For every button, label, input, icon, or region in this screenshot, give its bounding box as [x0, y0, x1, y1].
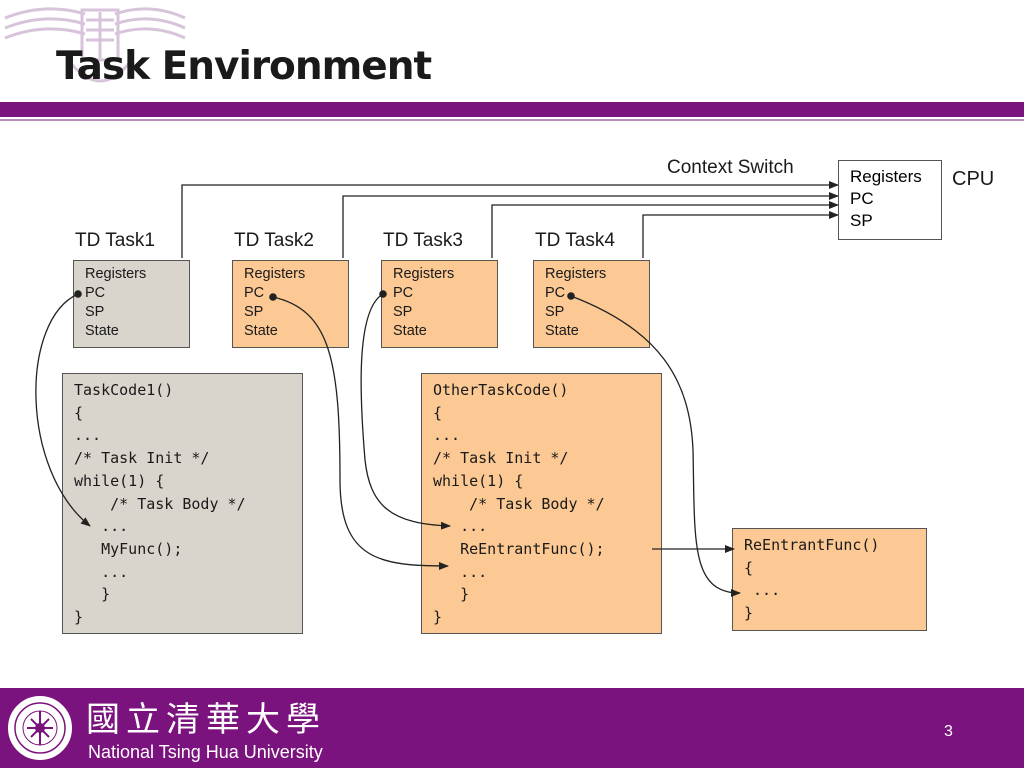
- title-divider-bar: [0, 102, 1024, 117]
- td1-registers: Registers: [85, 266, 147, 282]
- td-task3-label: TD Task3: [383, 230, 463, 251]
- code-line: ReEntrantFunc();: [433, 539, 605, 558]
- code-line: MyFunc();: [74, 539, 183, 558]
- cpu-label: CPU: [952, 168, 995, 190]
- code-line: ...: [74, 426, 102, 445]
- td3-registers: Registers: [393, 266, 455, 282]
- cpu-registers: Registers: [850, 167, 922, 186]
- code-line: }: [433, 608, 443, 627]
- university-name-chinese: 國立清華大學: [86, 700, 326, 740]
- code-line: /* Task Init */: [433, 449, 569, 468]
- code-line: ...: [433, 562, 488, 581]
- td2-state: State: [244, 323, 278, 339]
- university-logo: [4, 7, 186, 83]
- slide-title: Task Environment: [56, 44, 432, 89]
- code-line: TaskCode1(): [74, 381, 174, 399]
- code-line: ...: [74, 562, 129, 581]
- td2-registers: Registers: [244, 266, 306, 282]
- task-code-1-block: TaskCode1() { ... /* Task Init */ while(…: [62, 373, 303, 634]
- reentrant-func-block: ReEntrantFunc() { ... }: [732, 528, 927, 631]
- cpu-pc: PC: [850, 189, 874, 208]
- code-line: /* Task Body */: [433, 494, 605, 513]
- td1-state: State: [85, 323, 119, 339]
- code-line: {: [433, 403, 443, 422]
- td3-sp: SP: [393, 304, 413, 320]
- td2-pc: PC: [244, 285, 265, 301]
- code-line: /* Task Init */: [74, 449, 210, 468]
- code-line: }: [433, 585, 470, 604]
- code-line: {: [74, 403, 84, 422]
- footer-bar: 國立清華大學 National Tsing Hua University 3: [0, 688, 1024, 768]
- cpu-register-box: Registers PC SP: [838, 160, 942, 240]
- code-line: }: [74, 608, 84, 627]
- code-line: ...: [433, 517, 488, 536]
- td4-registers: Registers: [545, 266, 607, 282]
- title-divider-line: [0, 119, 1024, 121]
- td3-state: State: [393, 323, 427, 339]
- other-task-code-block: OtherTaskCode() { ... /* Task Init */ wh…: [421, 373, 662, 634]
- context-switch-label: Context Switch: [667, 157, 794, 178]
- university-name-english: National Tsing Hua University: [88, 742, 323, 762]
- code-line: /* Task Body */: [74, 494, 246, 513]
- td-task2-label: TD Task2: [234, 230, 314, 251]
- context-switch-arrow-task4: [642, 211, 839, 258]
- code-line: while(1) {: [74, 471, 165, 490]
- td3-pc: PC: [393, 285, 414, 301]
- td-task4-box: Registers PC SP State: [533, 260, 650, 348]
- code-line: }: [744, 604, 754, 623]
- page-number: 3: [944, 723, 953, 740]
- code-line: }: [74, 585, 111, 604]
- code-line: ...: [74, 517, 129, 536]
- td1-pc: PC: [85, 285, 106, 301]
- td4-state: State: [545, 323, 579, 339]
- td-task4-label: TD Task4: [535, 230, 615, 251]
- code-line: while(1) {: [433, 471, 524, 490]
- cpu-sp: SP: [850, 211, 873, 230]
- td1-sp: SP: [85, 304, 105, 320]
- td4-pc: PC: [545, 285, 566, 301]
- university-seal-icon: [6, 694, 74, 762]
- td2-sp: SP: [244, 304, 264, 320]
- code-line: OtherTaskCode(): [433, 381, 569, 399]
- td-task3-box: Registers PC SP State: [381, 260, 498, 348]
- code-line: {: [744, 558, 754, 577]
- code-line: ...: [433, 426, 461, 445]
- td-task2-box: Registers PC SP State: [232, 260, 349, 348]
- code-line: ReEntrantFunc(): [744, 536, 880, 554]
- td4-sp: SP: [545, 304, 565, 320]
- td-task1-label: TD Task1: [75, 230, 155, 251]
- td-task1-box: Registers PC SP State: [73, 260, 190, 348]
- code-line: ...: [744, 581, 781, 600]
